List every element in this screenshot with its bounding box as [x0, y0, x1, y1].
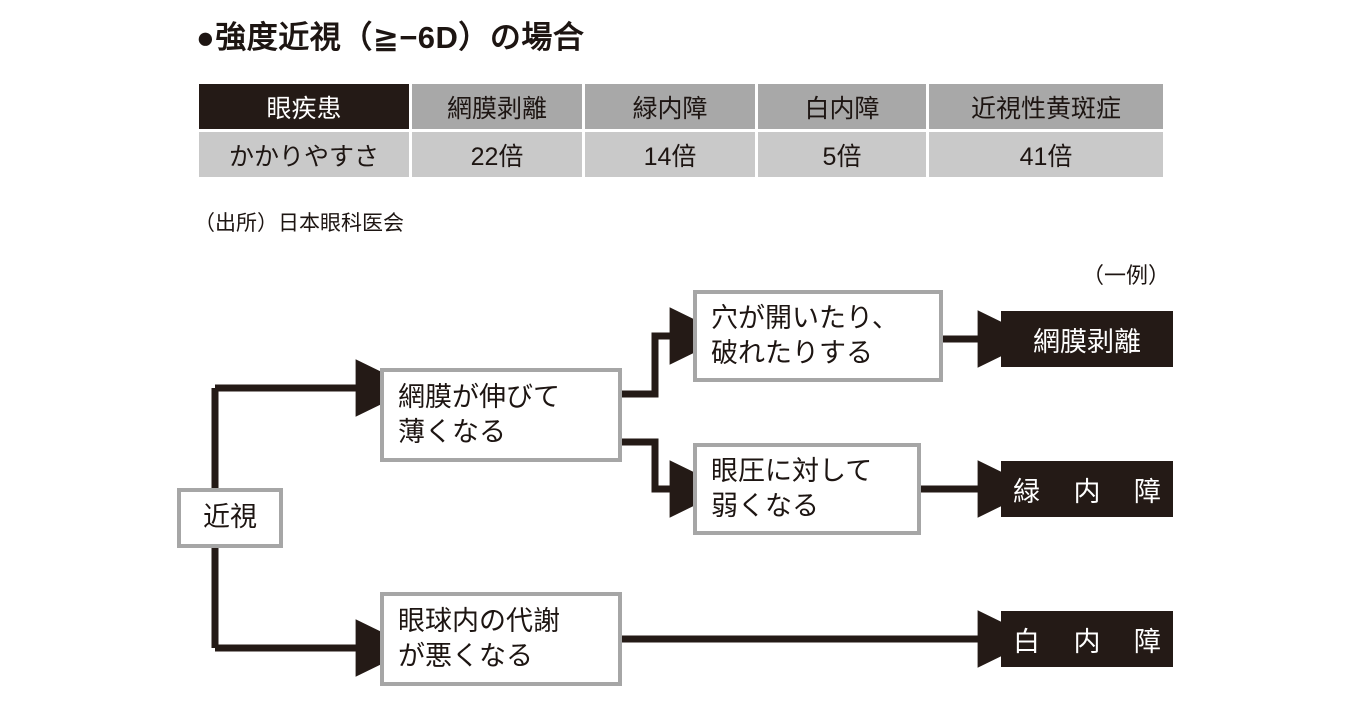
table-cell-value-3: 41倍 — [929, 132, 1163, 177]
node-weak-to-eye-pressure-line2: 弱くなる — [711, 491, 819, 521]
node-retinal-hole[interactable]: 穴が開いたり、 破れたりする — [693, 290, 943, 382]
outcome-retinal-detachment-label: 網膜剥離 — [1033, 326, 1141, 357]
node-retina-thinning-line1: 網膜が伸びて — [398, 381, 560, 412]
node-intraocular-metabolism-line2: が悪くなる — [398, 641, 533, 671]
connector-retina-thin-to-hole — [622, 307, 729, 398]
table-row-header: 眼疾患 網膜剥離 緑内障 白内障 近視性黄斑症 — [199, 84, 1163, 129]
eye-disease-table: 眼疾患 網膜剥離 緑内障 白内障 近視性黄斑症 かかりやすさ 22倍 14倍 5… — [196, 81, 1166, 180]
table-cell-value-1: 14倍 — [585, 132, 755, 177]
node-retinal-hole-line2: 破れたりする — [711, 338, 873, 368]
flow-diagram: 近視 網膜が伸びて 薄くなる 穴が開いたり、 破れたりする 眼圧に対して 弱くな… — [0, 240, 1350, 727]
node-myopia[interactable]: 近視 — [177, 488, 283, 548]
table-row-values: かかりやすさ 22倍 14倍 5倍 41倍 — [199, 132, 1163, 177]
node-myopia-label: 近視 — [203, 502, 257, 533]
table-row-label-susceptibility: かかりやすさ — [199, 132, 409, 177]
table-cell-value-0: 22倍 — [412, 132, 582, 177]
node-retina-thinning[interactable]: 網膜が伸びて 薄くなる — [380, 368, 622, 462]
node-retinal-hole-line1: 穴が開いたり、 — [711, 302, 899, 333]
table-row-label-disease: 眼疾患 — [199, 84, 409, 129]
page-title: ●強度近視（≧−6D）の場合 — [196, 20, 585, 55]
node-weak-to-eye-pressure-line1: 眼圧に対して — [711, 455, 873, 486]
outcome-glaucoma-label: 緑 内 障 — [1013, 476, 1175, 507]
outcome-glaucoma[interactable]: 緑 内 障 — [1001, 461, 1173, 517]
table-column-header-0: 網膜剥離 — [412, 84, 582, 129]
table-column-header-2: 白内障 — [758, 84, 926, 129]
table-cell-value-2: 5倍 — [758, 132, 926, 177]
node-intraocular-metabolism[interactable]: 眼球内の代謝 が悪くなる — [380, 592, 622, 686]
flow-connectors — [211, 307, 1037, 677]
node-weak-to-eye-pressure[interactable]: 眼圧に対して 弱くなる — [693, 443, 921, 535]
connector-retina-thin-to-pressure — [622, 438, 729, 518]
source-note: （出所）日本眼科医会 — [194, 212, 404, 235]
node-retina-thinning-line2: 薄くなる — [398, 417, 506, 447]
table-column-header-3: 近視性黄斑症 — [929, 84, 1163, 129]
outcome-retinal-detachment[interactable]: 網膜剥離 — [1001, 311, 1173, 367]
node-intraocular-metabolism-line1: 眼球内の代謝 — [398, 605, 560, 636]
example-note: （一例） — [1082, 263, 1171, 288]
table-column-header-1: 緑内障 — [585, 84, 755, 129]
outcome-cataract[interactable]: 白 内 障 — [1001, 611, 1173, 667]
outcome-cataract-label: 白 内 障 — [1013, 626, 1175, 657]
